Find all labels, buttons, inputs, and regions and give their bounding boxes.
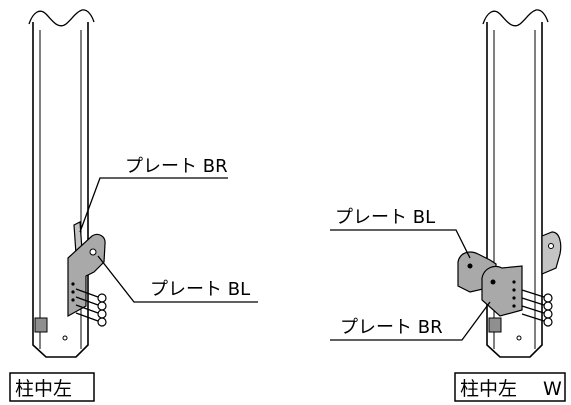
right-label-plate-br: プレート BR — [340, 317, 443, 338]
right-caption: 柱中左 — [460, 378, 517, 400]
right-post-base-hole — [516, 335, 522, 341]
left-leader-br — [79, 177, 228, 233]
right-leader-br — [330, 301, 491, 341]
left-figure: プレート BR プレート BL 柱中左 — [9, 9, 258, 402]
right-post-base-slot — [488, 317, 502, 333]
left-label-plate-br: プレート BR — [125, 156, 228, 177]
right-figure: プレート BL プレート BR 柱中左 W — [330, 9, 566, 402]
left-bolts — [75, 288, 107, 327]
left-post-base-hole — [62, 335, 68, 341]
left-caption: 柱中左 — [15, 378, 72, 400]
left-leader-bl — [97, 255, 258, 303]
right-caption-suffix: W — [543, 378, 562, 400]
right-leader-bl — [330, 229, 471, 259]
right-label-plate-bl: プレート BL — [335, 207, 435, 228]
left-caption-box — [9, 372, 95, 402]
right-caption-box — [454, 372, 566, 402]
right-plate-br — [481, 265, 523, 317]
left-post-base-slot — [34, 317, 48, 333]
left-label-plate-bl: プレート BL — [150, 279, 250, 300]
right-bolts — [521, 289, 553, 327]
right-side-bracket — [541, 231, 562, 275]
